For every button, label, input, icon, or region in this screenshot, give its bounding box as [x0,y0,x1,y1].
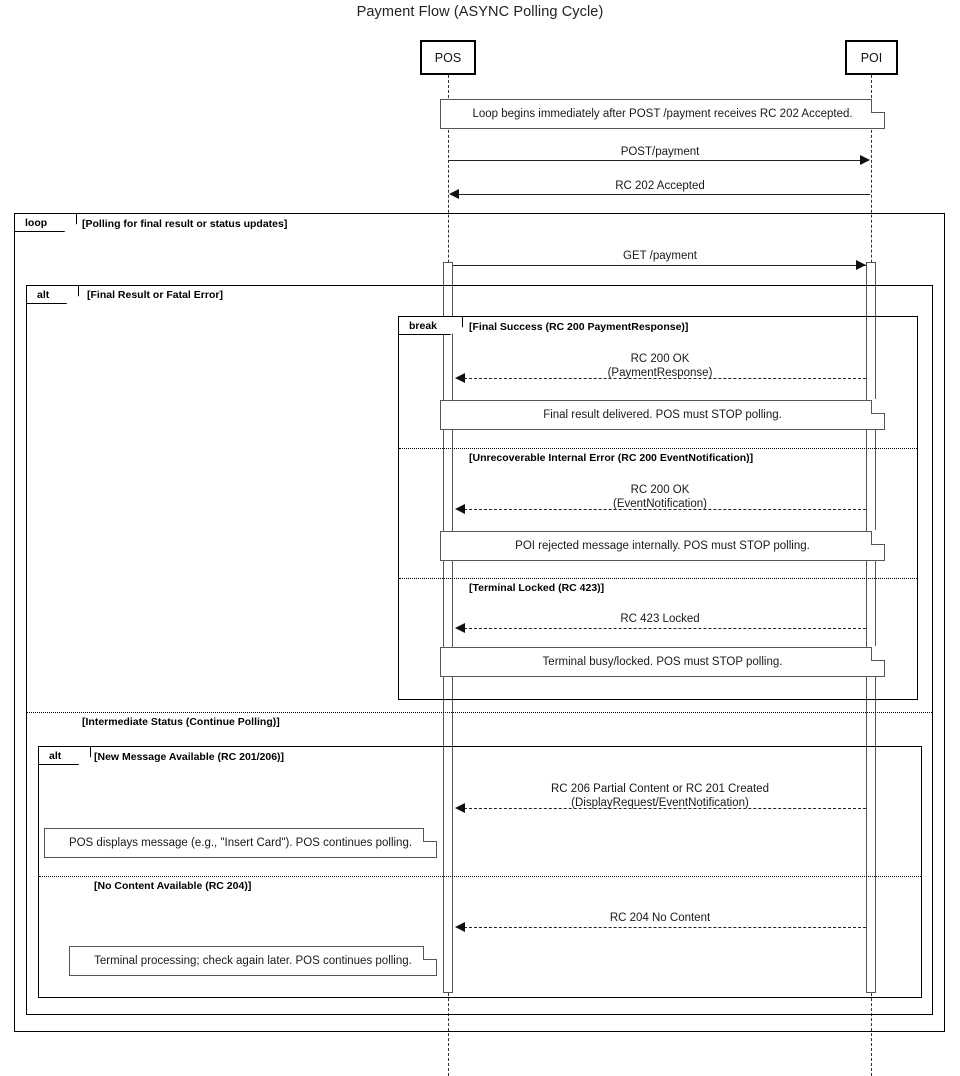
frame-alt-inner-label: [New Message Available (RC 201/206)] [94,751,285,763]
msg-rc423-label: RC 423 Locked [620,613,700,625]
msg-rc204-line [459,927,866,928]
note-terminal-busy: Terminal busy/locked. POS must STOP poll… [440,646,885,677]
msg-rc423-line [459,628,866,629]
msg-get-payment-label: GET /payment [623,250,697,262]
note-terminal-processing-text: Terminal processing; check again later. … [94,955,412,967]
frame-alt-outer-label: [Final Result or Fatal Error] [87,289,223,301]
msg-post-payment-arrowhead-icon [860,155,870,165]
msg-post-payment-line [449,160,868,161]
activation-poi [866,262,876,993]
note-terminal-processing: Terminal processing; check again later. … [69,945,437,976]
msg-rc204-arrowhead-icon [455,922,465,932]
activation-pos [443,262,453,993]
note-terminal-busy-text: Terminal busy/locked. POS must STOP poll… [542,656,783,668]
msg-rc206-201-label: RC 206 Partial Content or RC 201 Created… [551,783,769,809]
note-fold-icon [871,399,885,414]
msg-rc204-label: RC 204 No Content [609,912,711,924]
msg-rc206-201-arrowhead-icon [455,803,465,813]
note-final-result: Final result delivered. POS must STOP po… [440,399,885,430]
msg-post-payment-label: POST/payment [620,146,700,158]
msg-rc200-payment-label: RC 200 OK (PaymentResponse) [607,353,713,379]
note-fold-icon [871,98,885,113]
msg-rc200-event-label: RC 200 OK (EventNotification) [613,484,707,510]
msg-rc202-line [451,194,870,195]
msg-rc200-payment-arrowhead-icon [455,373,465,383]
section-terminal-locked-label: [Terminal Locked (RC 423)] [469,582,605,594]
frame-break-tab: break [399,317,463,335]
frame-alt-inner [38,746,922,998]
frame-alt-inner-tag: alt [49,749,62,762]
msg-rc200-event-arrowhead-icon [455,504,465,514]
frame-alt-outer-tab: alt [27,286,79,304]
frame-break [398,316,918,700]
divider-terminal-locked [399,578,917,579]
msg-rc423-arrowhead-icon [455,623,465,633]
note-fold-icon [871,530,885,545]
frame-alt-inner-tab: alt [39,747,91,765]
page-title: Payment Flow (ASYNC Polling Cycle) [356,4,604,20]
participant-poi[interactable]: POI [845,40,898,75]
note-pos-displays: POS displays message (e.g., "Insert Card… [44,827,437,858]
note-poi-rejected: POI rejected message internally. POS mus… [440,530,885,561]
msg-rc206-201-line [459,808,866,809]
msg-rc202-label: RC 202 Accepted [615,180,705,192]
note-fold-icon [871,646,885,661]
participant-pos-label: POS [434,50,462,65]
note-loop-begins: Loop begins immediately after POST /paym… [440,98,885,129]
note-loop-begins-text: Loop begins immediately after POST /paym… [472,108,853,120]
section-no-content-label: [No Content Available (RC 204)] [94,880,252,892]
frame-alt-outer-tag: alt [37,288,50,301]
frame-loop [14,213,945,1032]
msg-rc200-event-line [459,509,866,510]
msg-rc202-arrowhead-icon [449,189,459,199]
msg-rc200-payment-line [459,378,866,379]
note-fold-icon [423,945,437,960]
frame-loop-tab: loop [15,214,77,232]
frame-loop-label: [Polling for final result or status upda… [82,218,288,230]
msg-get-payment-arrowhead-icon [856,260,866,270]
section-unrecoverable-label: [Unrecoverable Internal Error (RC 200 Ev… [469,452,754,464]
participant-pos[interactable]: POS [420,40,476,75]
frame-break-label: [Final Success (RC 200 PaymentResponse)] [469,321,689,333]
divider-no-content [39,876,921,877]
participant-poi-label: POI [860,50,883,65]
frame-loop-tag: loop [25,216,48,229]
section-intermediate-label: [Intermediate Status (Continue Polling)] [82,716,280,728]
frame-break-tag: break [409,319,438,332]
msg-get-payment-line [453,265,866,266]
note-fold-icon [423,827,437,842]
note-final-result-text: Final result delivered. POS must STOP po… [543,409,782,421]
divider-unrecoverable [399,448,917,449]
frame-alt-outer [26,285,933,1015]
divider-intermediate [27,712,932,713]
note-poi-rejected-text: POI rejected message internally. POS mus… [515,540,810,552]
note-pos-displays-text: POS displays message (e.g., "Insert Card… [68,837,413,849]
